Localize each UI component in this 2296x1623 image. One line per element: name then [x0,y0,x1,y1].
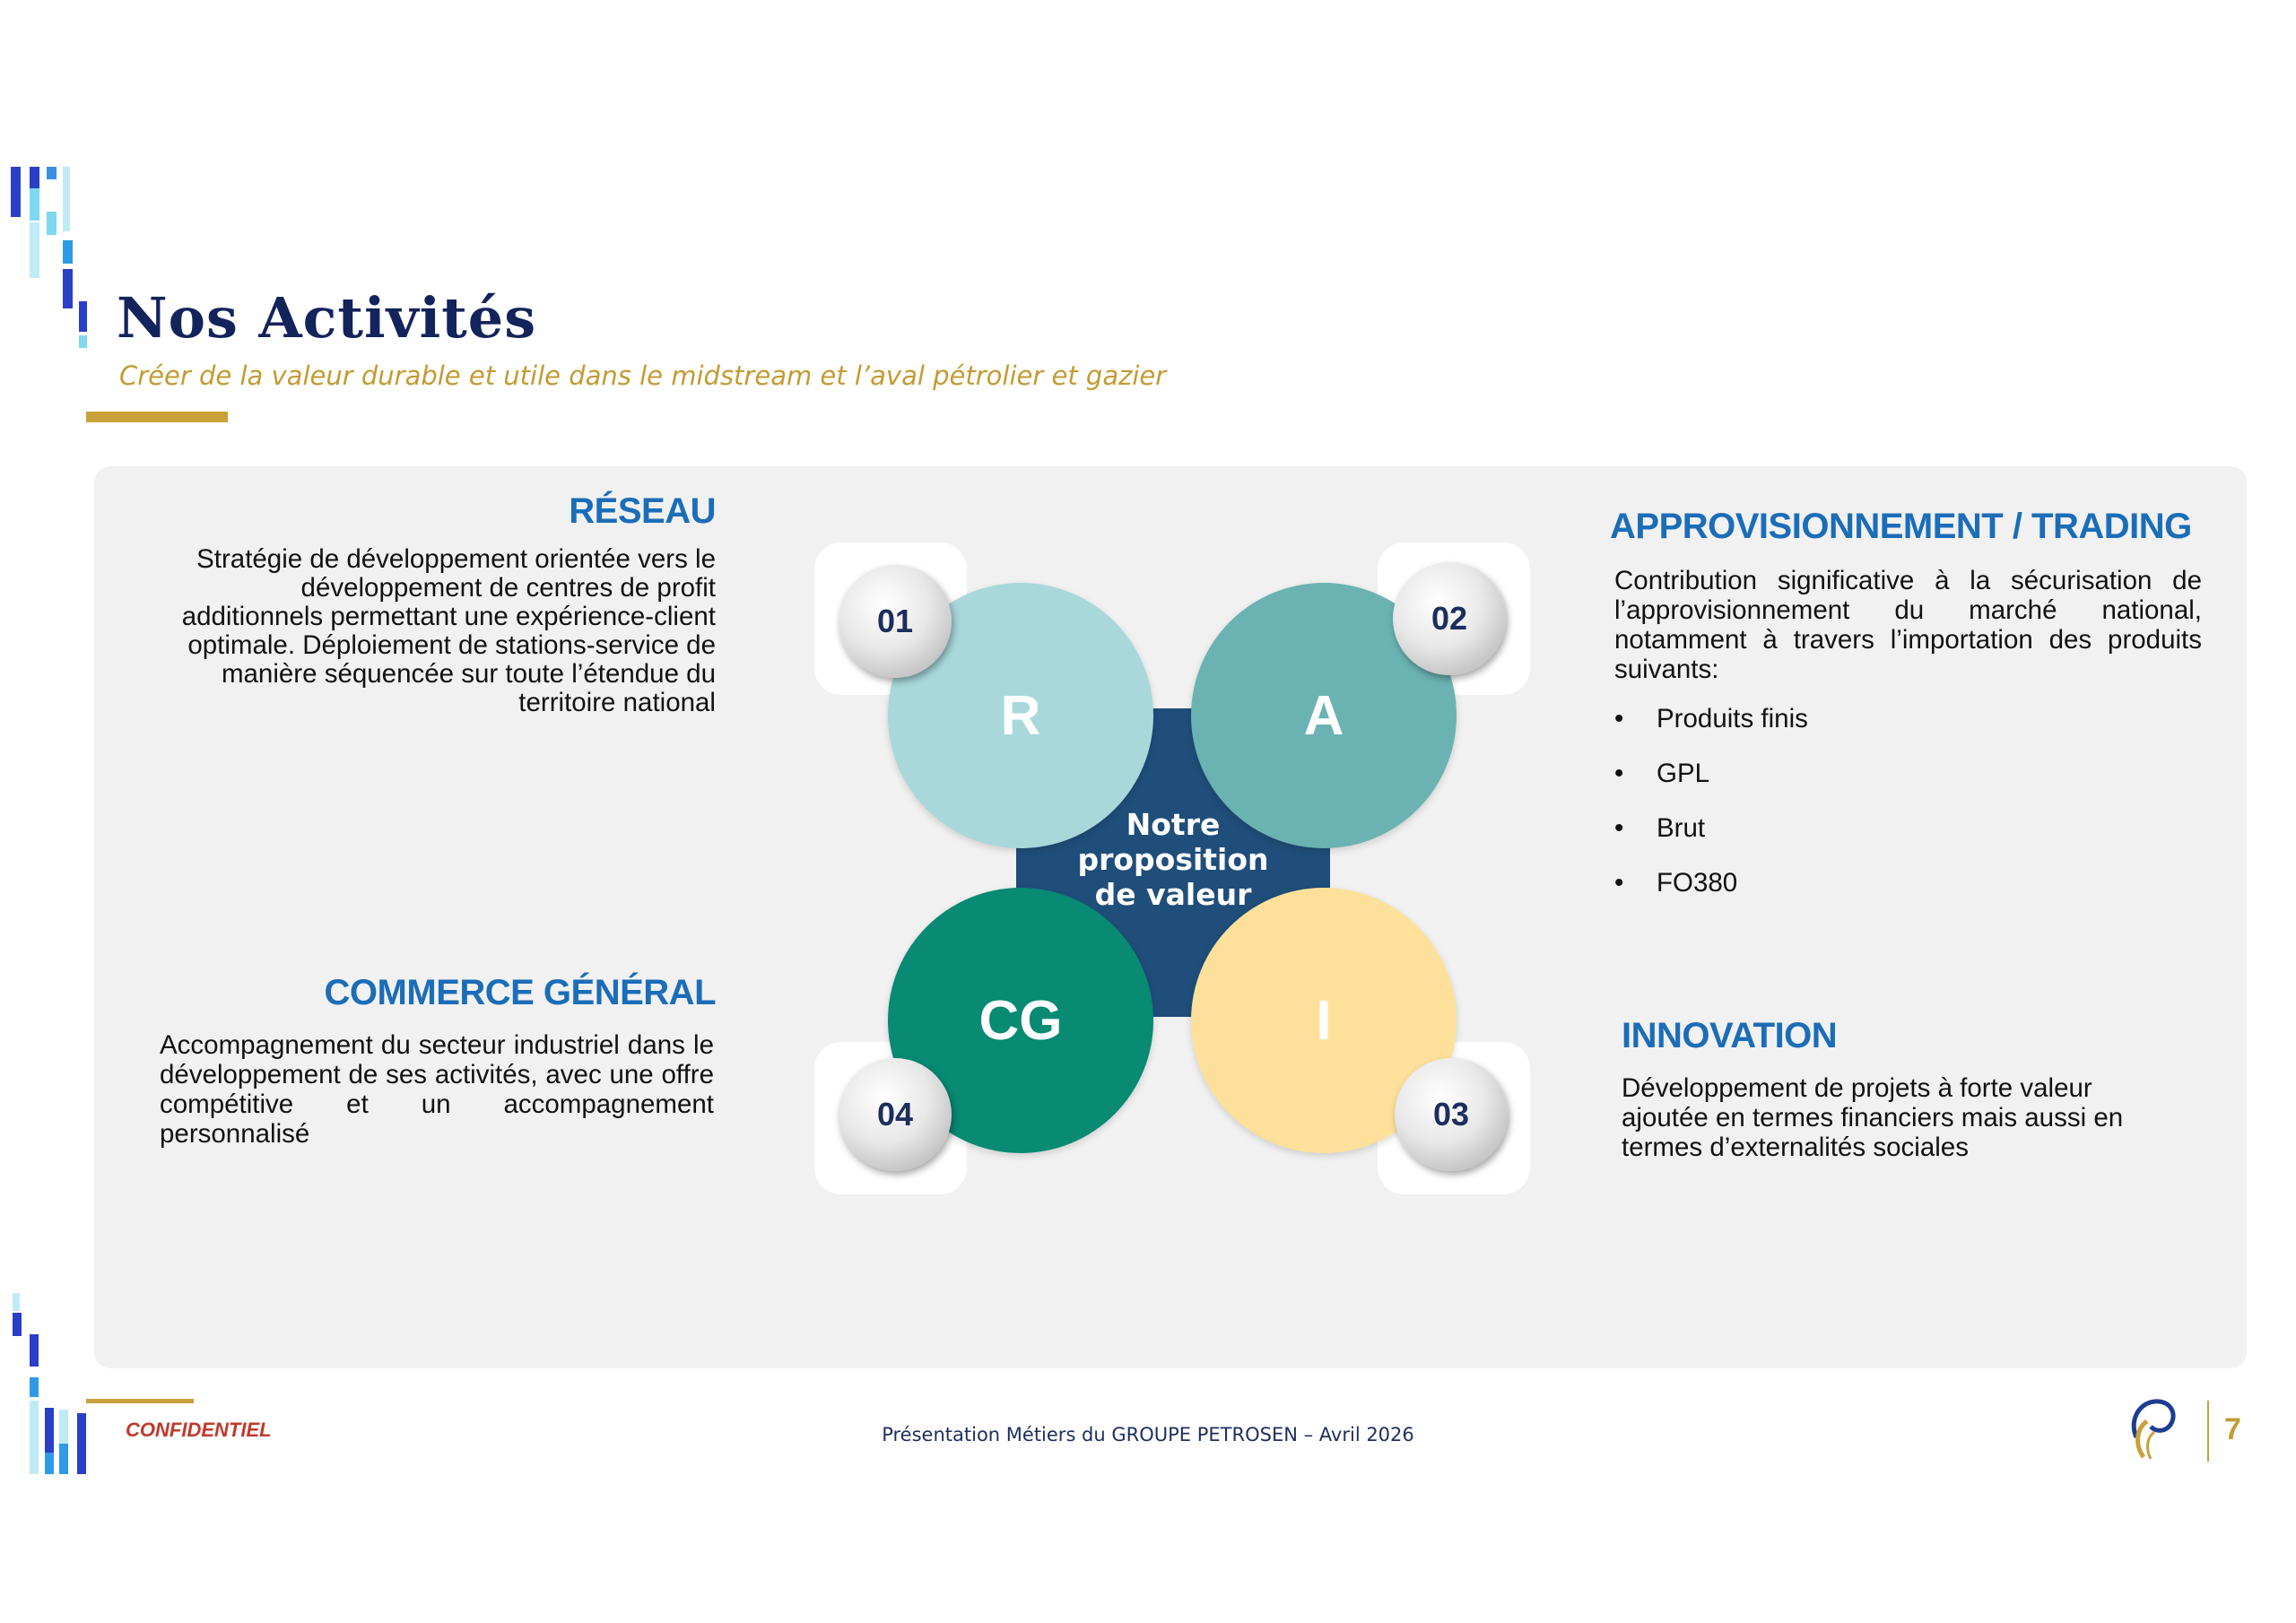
list-item: Brut [1614,813,1808,868]
page-subtitle: Créer de la valeur durable et utile dans… [119,360,1167,391]
badge-03: 03 [1395,1058,1508,1171]
approvisionnement-heading: APPROVISIONNEMENT / TRADING [1610,507,2192,546]
commerce-heading: COMMERCE GÉNÉRAL [324,973,717,1012]
page-title: Nos Activités [117,285,537,351]
list-item: Produits finis [1614,704,1808,759]
footer-rule [86,1399,194,1403]
page-number: 7 [2224,1412,2241,1446]
product-list: Produits finis GPL Brut FO380 [1614,704,1808,923]
confidential-label: CONFIDENTIEL [126,1419,272,1441]
reseau-heading: RÉSEAU [569,491,716,531]
innovation-text: Développement de projets à forte valeur … [1622,1073,2124,1162]
petrosen-logo-icon [2124,1394,2187,1462]
page-separator [2207,1401,2209,1462]
innovation-heading: INNOVATION [1622,1016,1838,1055]
approvisionnement-text: Contribution significative à la sécurisa… [1614,566,2202,684]
title-underline [86,412,228,422]
badge-01: 01 [839,565,952,678]
badge-02: 02 [1393,562,1506,675]
footer-text: Présentation Métiers du GROUPE PETROSEN … [882,1424,1414,1445]
list-item: FO380 [1614,868,1808,923]
list-item: GPL [1614,759,1808,813]
badge-04: 04 [839,1058,952,1171]
center-label: Notre proposition de valeur [1077,807,1269,912]
reseau-text: Stratégie de développement orientée vers… [181,544,716,717]
commerce-text: Accompagnement du secteur industriel dan… [160,1030,714,1149]
